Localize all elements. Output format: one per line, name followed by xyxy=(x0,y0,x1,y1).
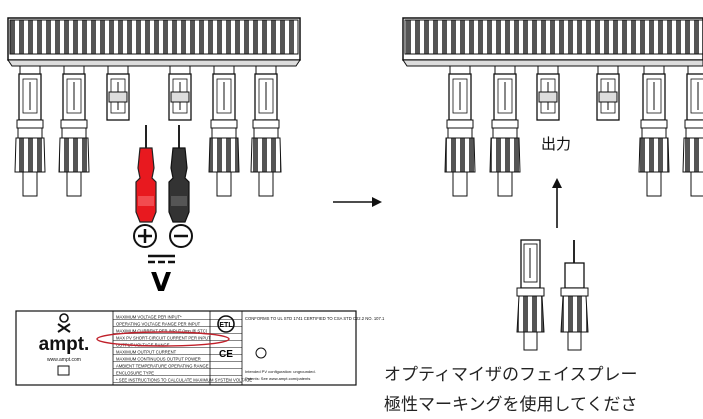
label-row-text: OPERATING VOLTAGE RANGE PER INPUT xyxy=(116,322,201,327)
left-optimizer-body xyxy=(8,18,300,66)
minus-symbol xyxy=(170,225,192,247)
connector-with-cable xyxy=(445,66,475,196)
label-row-text: MAXIMUM CONTINUOUS OUTPUT POWER xyxy=(116,357,201,362)
black-probe xyxy=(169,125,189,222)
dc-voltage-symbol: V xyxy=(148,256,175,298)
label-row-text: ENCLOSURE TYPE xyxy=(116,371,154,376)
connector-with-cable xyxy=(490,66,520,196)
right-connector-group xyxy=(445,66,703,196)
connector-with-cable xyxy=(59,66,89,196)
connector-with-cable xyxy=(639,66,669,196)
right-arrow xyxy=(333,197,382,207)
connector-socket xyxy=(169,66,191,120)
label-row-text: MAX PV SHORT-CIRCUIT CURRENT PER INPUT xyxy=(116,336,211,341)
connector-socket xyxy=(537,66,559,120)
label-row-text: MAXIMUM OUTPUT CURRENT xyxy=(116,350,177,355)
ce-mark: CE xyxy=(219,349,233,360)
caption-line-1: オプティマイザのフェイスプレー xyxy=(384,360,637,385)
caption-line-2: 極性マーキングを使用してくださ xyxy=(384,390,637,415)
connector-with-cable xyxy=(251,66,281,196)
label-row-text: AMBIENT TEMPERATURE OPERATING RANGE xyxy=(116,364,209,369)
label-row-text: * SEE INSTRUCTIONS TO CALCULATE MAXIMUM … xyxy=(116,378,252,383)
connector-with-cable xyxy=(209,66,239,196)
red-probe xyxy=(136,125,156,222)
plus-symbol xyxy=(134,225,156,247)
right-optimizer-body xyxy=(403,18,703,66)
faceplate-label: MAXIMUM VOLTAGE PER INPUT* OPERATING VOLT… xyxy=(16,311,385,385)
connector-with-cable xyxy=(15,66,45,196)
pv-config-text: Intended PV configuration: ungrounded. xyxy=(245,369,316,374)
output-label: 出力 xyxy=(541,133,571,154)
brand-text: ampt. xyxy=(39,334,90,355)
patents-text: Patents: See www.ampt.com/patents xyxy=(245,376,310,381)
svg-text:V: V xyxy=(151,268,171,298)
connector-with-cable xyxy=(683,66,703,196)
label-row-text: MAXIMUM VOLTAGE PER INPUT* xyxy=(116,315,182,320)
svg-text:ETL: ETL xyxy=(219,322,233,329)
connector-socket xyxy=(107,66,129,120)
connector-socket xyxy=(597,66,619,120)
website-text: www.ampt.com xyxy=(47,357,81,363)
removed-connector-pair xyxy=(517,240,588,350)
up-arrow xyxy=(552,178,562,228)
conform-text: CONFORMS TO UL STD 1741 CERTIFIED TO CSA… xyxy=(245,316,385,321)
